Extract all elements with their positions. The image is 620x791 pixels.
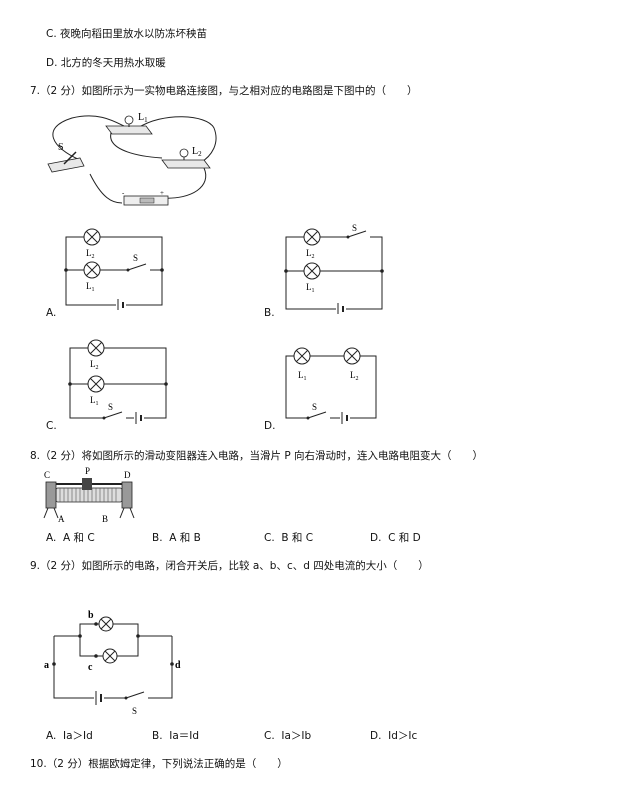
q8-terminal-a: A (58, 514, 65, 524)
q8-terminal-c: C (44, 470, 50, 480)
q8-option-a: A. A 和 C (46, 532, 95, 544)
q7-option-b-diagram: L2 L1 S (284, 223, 384, 314)
q7-option-b-label: B. (264, 307, 275, 319)
q8-option-b: B. A 和 B (152, 532, 201, 544)
q9-circuit-figure: b c a d S (44, 610, 181, 716)
q8-option-d: D. C 和 D (370, 532, 421, 544)
svg-text:L1: L1 (298, 370, 307, 382)
svg-text:-: - (122, 189, 125, 197)
q9-option-c: C. Ia＞Ib (264, 730, 312, 742)
q8-terminal-d: D (124, 470, 131, 480)
q8-option-c: C. B 和 C (264, 532, 314, 544)
q9-option-d: D. Id＞Ic (370, 730, 418, 742)
q7-option-d-diagram: L1 L2 S (285, 347, 377, 424)
q10-stem: 10.（2 分）根据欧姆定律，下列说法正确的是（ ） (30, 758, 288, 770)
q8-terminal-p: P (85, 466, 90, 476)
svg-text:S: S (312, 402, 317, 412)
q8-rheostat-figure: C P D A B (43, 466, 135, 524)
svg-text:L2: L2 (350, 370, 359, 382)
svg-text:L1: L1 (86, 281, 95, 293)
q7-option-c-label: C. (46, 420, 57, 432)
svg-text:L1: L1 (306, 282, 315, 294)
q9-point-d: d (175, 660, 181, 671)
svg-text:L2: L2 (306, 248, 315, 260)
q9-switch-label: S (132, 706, 137, 716)
svg-text:S: S (108, 402, 113, 412)
q9-stem: 9.（2 分）如图所示的电路，闭合开关后，比较 a、b、c、d 四处电流的大小（… (30, 560, 429, 572)
q7-option-a-label: A. (46, 307, 57, 319)
q6-option-c: C. 夜晚向稻田里放水以防冻坏秧苗 (46, 28, 208, 40)
q9-point-a: a (44, 660, 49, 671)
svg-text:S: S (133, 253, 138, 263)
svg-text:+: + (160, 189, 164, 197)
q7-option-c-diagram: L2 L1 S (68, 339, 168, 424)
q6-option-d: D. 北方的冬天用热水取暖 (46, 57, 166, 69)
q7-option-d-label: D. (264, 420, 276, 432)
q7-option-a-diagram: L2 L1 S (64, 228, 164, 310)
q7-l1-label: L1 (138, 112, 148, 124)
q7-physical-circuit-figure: L1 L2 S - + (47, 112, 217, 206)
q7-switch-label: S (58, 142, 64, 153)
q9-option-b: B. Ia＝Id (152, 730, 200, 742)
q8-stem: 8.（2 分）将如图所示的滑动变阻器连入电路，当滑片 P 向右滑动时，连入电路电… (30, 450, 484, 462)
svg-text:L2: L2 (86, 248, 95, 260)
q9-point-c: c (88, 662, 93, 673)
q9-point-b: b (88, 610, 94, 621)
svg-text:L2: L2 (90, 359, 99, 371)
q7-stem: 7.（2 分）如图所示为一实物电路连接图，与之相对应的电路图是下图中的（ ） (30, 85, 418, 97)
q7-l2-label: L2 (192, 146, 202, 158)
svg-text:L1: L1 (90, 395, 99, 407)
svg-text:S: S (352, 223, 357, 233)
q8-terminal-b: B (102, 514, 108, 524)
q9-option-a: A. Ia＞Id (46, 730, 93, 742)
